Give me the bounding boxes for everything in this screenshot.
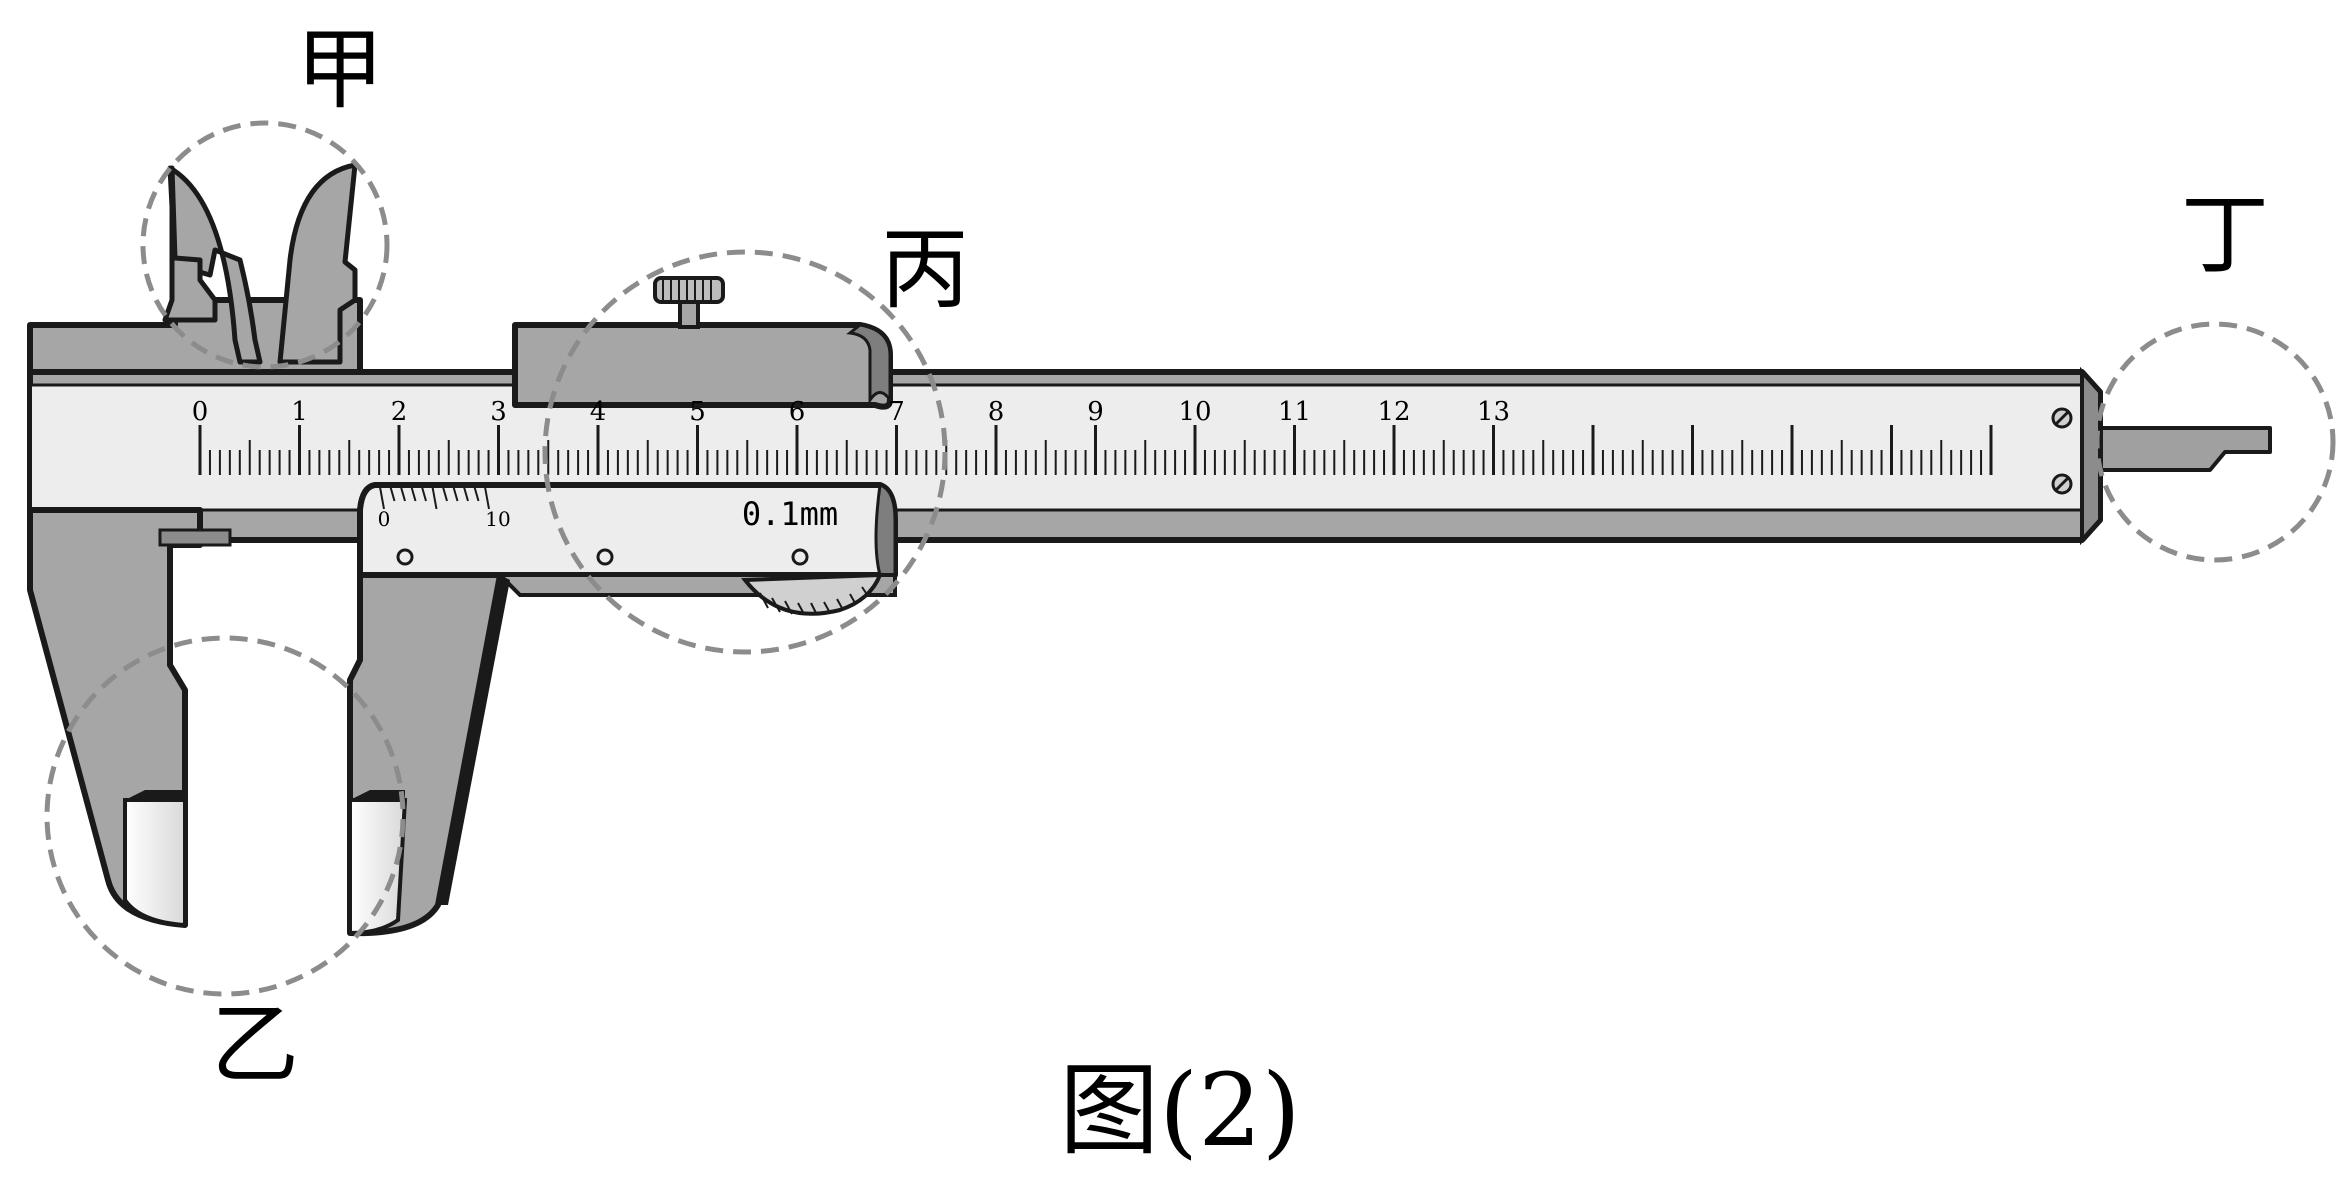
vernier-scale-ticks: [379, 486, 490, 510]
label-bing: 丙: [881, 218, 969, 321]
circle-bing: [542, 249, 948, 655]
label-jia: 甲: [296, 18, 384, 121]
vernier-tick: [410, 486, 417, 502]
vernier-label-end: 10: [485, 507, 510, 531]
main-scale-number: 11: [1278, 397, 1311, 427]
circle-jia: [140, 120, 390, 370]
main-scale-number: 1: [291, 397, 308, 427]
rivet-3: [791, 548, 809, 566]
main-scale-number: 6: [789, 397, 806, 427]
vernier-tick: [379, 486, 385, 510]
main-scale-number: 3: [490, 397, 507, 427]
main-scale-number: 7: [888, 397, 905, 427]
main-scale-number: 12: [1377, 397, 1410, 427]
scale-face: [32, 385, 2082, 510]
screw-top: [2051, 407, 2073, 429]
rivet-2: [596, 548, 614, 566]
label-ding: 丁: [2181, 183, 2269, 286]
precision-label: 0.1mm: [742, 495, 838, 533]
main-scale-number: 9: [1087, 397, 1104, 427]
vernier-tick: [452, 486, 459, 502]
main-scale-number: 2: [391, 397, 408, 427]
main-scale-number: 8: [988, 397, 1005, 427]
vernier-tick: [484, 486, 490, 510]
vernier-tick: [463, 486, 469, 502]
main-scale-number: 4: [590, 397, 607, 427]
sliding-jaw: [347, 276, 898, 937]
rivet-1: [396, 548, 414, 566]
figure-caption: 图(2): [1059, 1052, 1301, 1169]
vernier-label-start: 0: [378, 507, 391, 531]
vernier-tick: [400, 486, 406, 502]
main-scale-number: 10: [1178, 397, 1211, 427]
vernier-tick: [442, 486, 448, 502]
inner-jaw-sliding: [277, 162, 358, 365]
vernier-tick: [421, 486, 427, 502]
circle-ding: [2094, 321, 2336, 563]
depth-rod: [2078, 426, 2272, 472]
main-scale-ticks: [198, 425, 1993, 475]
vernier-tick: [473, 486, 480, 502]
inner-jaw-fixed: [162, 165, 263, 365]
main-scale-number: 13: [1477, 397, 1510, 427]
circle-yi: [44, 635, 406, 997]
vernier-tick: [431, 486, 438, 510]
thumb-wheel[interactable]: [741, 572, 884, 616]
screw-bottom: [2051, 473, 2073, 495]
main-scale-number: 5: [689, 397, 706, 427]
lock-screw[interactable]: [653, 276, 725, 329]
main-scale-number: 0: [192, 397, 209, 427]
vernier-tick: [389, 486, 396, 502]
fixed-jaw: [27, 297, 363, 928]
label-yi: 乙: [211, 993, 299, 1096]
